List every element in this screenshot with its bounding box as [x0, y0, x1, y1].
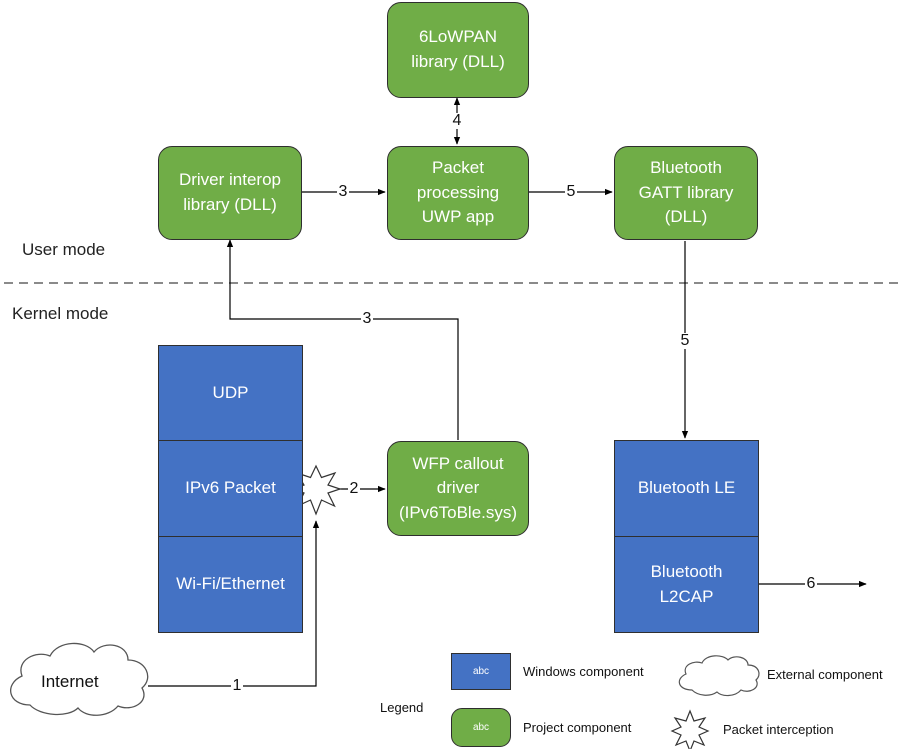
wfp-callout-driver-box: WFP callout driver (IPv6ToBle.sys): [387, 441, 529, 536]
edge-6-label: 6: [805, 575, 817, 592]
bluetooth-le-box: Bluetooth LE: [614, 440, 759, 537]
edge-1-line: [148, 520, 320, 687]
user-mode-label: User mode: [22, 240, 106, 259]
legend-windows-swatch: abc: [451, 653, 511, 690]
edge-5-down-label: 5: [679, 332, 691, 349]
kernel-mode-label: Kernel mode: [12, 304, 109, 323]
legend-interception-label: Packet interception: [723, 722, 834, 737]
wifi-ethernet-box: Wi-Fi/Ethernet: [158, 536, 303, 633]
edge-3-top-label: 3: [337, 183, 349, 200]
edge-2-label: 2: [348, 480, 360, 497]
legend-cloud-icon: [678, 655, 760, 697]
bluetooth-gatt-library-box: Bluetooth GATT library (DLL): [614, 146, 758, 240]
udp-box: UDP: [158, 345, 303, 441]
internet-cloud-icon: [10, 642, 149, 716]
legend-project-swatch: abc: [451, 708, 511, 747]
ipv6-packet-box: IPv6 Packet: [158, 440, 303, 537]
internet-label: Internet: [41, 672, 99, 691]
legend-title: Legend: [380, 700, 424, 715]
legend-star-icon: [670, 709, 710, 749]
packet-processing-app-box: Packet processing UWP app: [387, 146, 529, 240]
edge-3-kernel-line: [226, 239, 459, 440]
legend-project-label: Project component: [523, 720, 632, 735]
driver-interop-library-box: Driver interop library (DLL): [158, 146, 302, 240]
edge-5-top-label: 5: [565, 183, 577, 200]
legend-external-label: External component: [767, 667, 883, 682]
bluetooth-l2cap-box: Bluetooth L2CAP: [614, 536, 759, 633]
lowpan-library-box: 6LoWPAN library (DLL): [387, 2, 529, 98]
edge-3-kernel-label: 3: [361, 310, 373, 327]
edge-4-label: 4: [451, 112, 463, 129]
edge-1-label: 1: [231, 677, 243, 694]
legend-windows-label: Windows component: [523, 664, 644, 679]
